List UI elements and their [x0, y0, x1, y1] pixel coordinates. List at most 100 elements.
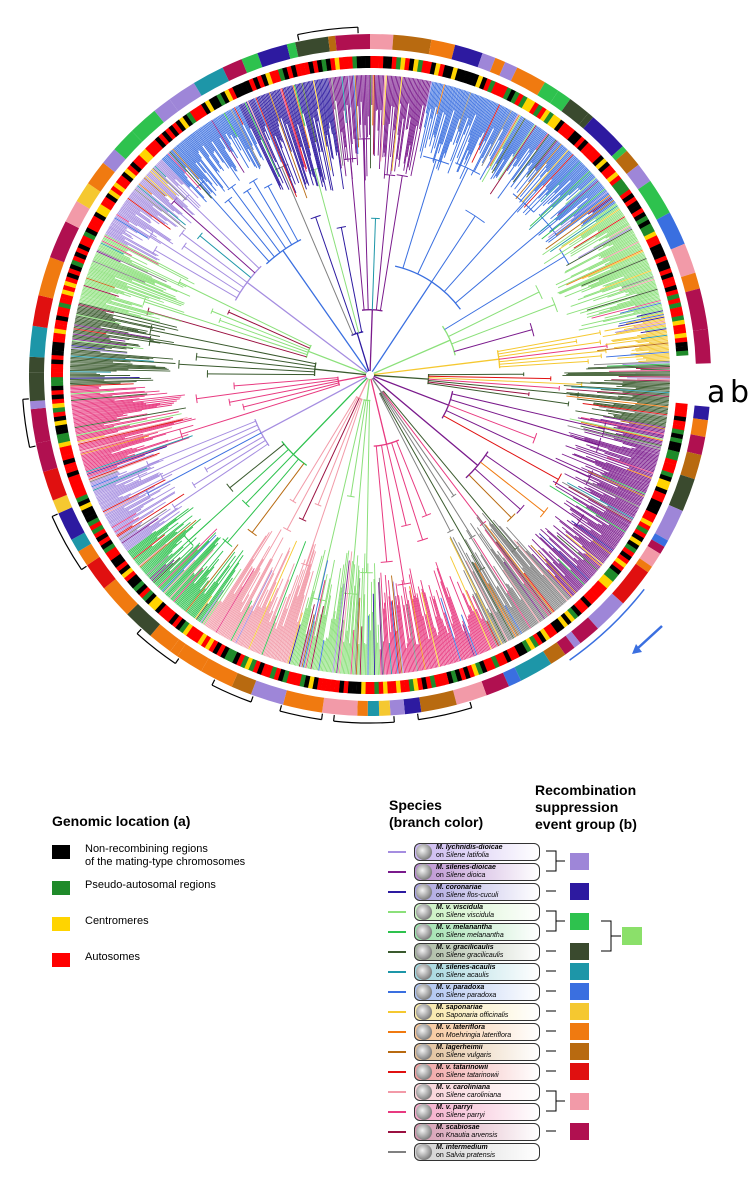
tree-tip — [458, 542, 511, 641]
genomic-stripe — [98, 535, 111, 546]
genomic-stripe — [651, 494, 665, 503]
tree-tip — [575, 505, 624, 536]
tree-tip — [636, 287, 658, 295]
legend-item-non-recombining: Non-recombining regions of the mating-ty… — [52, 843, 342, 879]
tree-tip — [71, 343, 112, 349]
genomic-stripe — [525, 637, 536, 651]
genomic-stripe — [69, 263, 83, 272]
tree-tip — [158, 549, 198, 589]
group-segment — [612, 563, 649, 604]
group-segment — [681, 272, 700, 293]
host-plant: on Moehringia lateriflora — [436, 1032, 511, 1040]
tree-tip — [597, 214, 624, 231]
branch-color-line — [388, 911, 406, 913]
genomic-stripe — [374, 681, 379, 694]
tree-tip — [157, 544, 200, 588]
tree-tip — [225, 611, 241, 639]
tree-branch — [605, 348, 607, 354]
tree-tip — [178, 569, 210, 607]
genomic-stripe — [557, 122, 569, 135]
tree-tip — [70, 362, 156, 367]
tree-tip — [580, 425, 662, 447]
tree-tip — [70, 350, 174, 360]
tree-tip — [157, 162, 176, 180]
tree-tip — [437, 90, 466, 171]
tree-tip — [437, 635, 447, 666]
tree-branch — [222, 538, 233, 547]
tree-tip — [409, 638, 416, 672]
genomic-stripe — [115, 178, 129, 190]
host-name: Silene tatarinowii — [445, 1072, 499, 1079]
tree-tip — [152, 167, 187, 201]
tree-tip — [101, 493, 131, 509]
group-segment — [670, 243, 696, 278]
tree-tip — [580, 524, 615, 550]
tree-tip — [633, 305, 663, 313]
tree-tip — [163, 156, 207, 203]
tree-tip — [565, 234, 636, 273]
genomic-stripe — [675, 346, 689, 352]
tree-tip — [283, 595, 305, 663]
tree-tip — [70, 379, 154, 383]
tree-tip — [377, 75, 382, 156]
group-segment — [367, 700, 380, 717]
tree-tip — [71, 347, 128, 354]
tree-tip — [120, 207, 171, 242]
tree-tip — [90, 470, 127, 487]
tree-tip — [503, 561, 546, 620]
tree-tip — [609, 225, 631, 238]
tree-tip — [394, 77, 407, 172]
genomic-stripe — [175, 618, 187, 631]
ring-group-brackets — [22, 26, 645, 724]
tree-tip — [543, 212, 623, 264]
tree-tip — [649, 339, 669, 344]
tree-tip — [403, 78, 420, 171]
group-segment — [231, 673, 257, 695]
tree-tip — [249, 99, 290, 190]
tree-tip — [82, 452, 112, 463]
tree-tip — [90, 472, 120, 485]
tree-tip — [645, 358, 670, 361]
genomic-stripe — [483, 78, 492, 92]
tree-tip — [314, 614, 326, 670]
tree-tip — [613, 415, 666, 426]
tree-tip — [204, 124, 237, 172]
genomic-stripe — [521, 639, 532, 653]
tree-tip — [542, 153, 573, 186]
tree-branch — [147, 310, 307, 358]
tree-branch — [417, 537, 429, 542]
tree-tip — [93, 256, 155, 284]
tree-tip — [638, 359, 670, 362]
tree-tip — [633, 320, 666, 328]
genomic-stripe — [365, 682, 370, 695]
tree-tip — [132, 522, 179, 559]
group-segment — [668, 474, 695, 511]
tree-branch — [381, 392, 455, 496]
tree-tip — [71, 398, 140, 407]
tree-branch — [498, 345, 608, 360]
genomic-stripe — [299, 674, 307, 687]
tree-tip — [320, 637, 328, 672]
tree-tip — [136, 186, 169, 213]
tree-tip — [135, 187, 181, 224]
group-segment — [561, 99, 589, 125]
tree-tip — [74, 323, 129, 334]
tree-tip — [205, 123, 238, 172]
tree-tip — [225, 111, 258, 169]
genomic-stripe — [290, 672, 298, 686]
tree-tip — [361, 553, 366, 675]
genomic-stripe — [553, 119, 565, 132]
genomic-stripe — [433, 674, 441, 688]
group-segment — [328, 35, 337, 52]
tree-tip — [219, 115, 232, 136]
tree-tip — [156, 542, 201, 587]
tree-tip — [119, 508, 167, 541]
tree-branch — [265, 239, 302, 265]
tree-tip — [336, 76, 347, 161]
genomic-stripe — [617, 185, 630, 197]
